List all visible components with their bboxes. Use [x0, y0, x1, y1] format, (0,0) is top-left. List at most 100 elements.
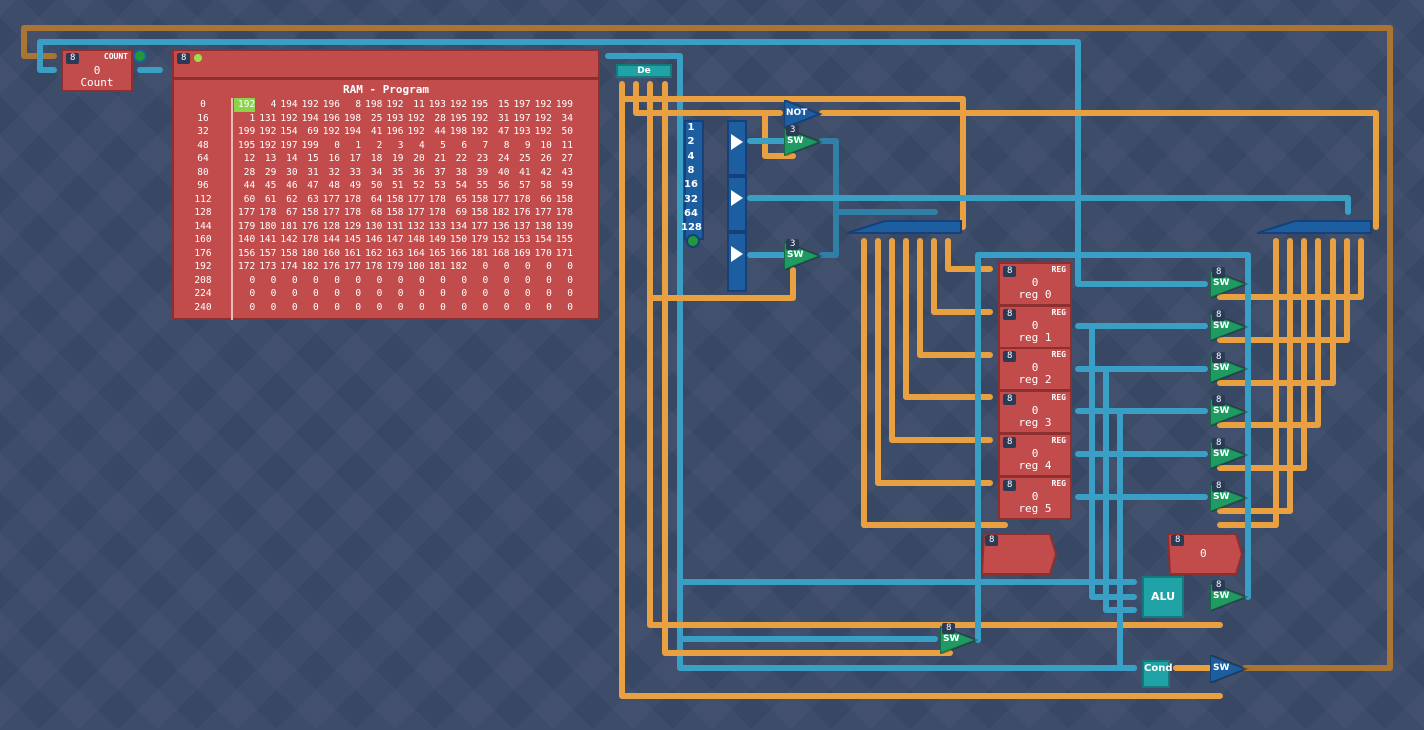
ram-cell[interactable]: 44 [434, 126, 446, 137]
ram-cell[interactable]: 59 [561, 180, 573, 191]
buffer-2[interactable] [727, 176, 747, 232]
ram-cell[interactable]: 34 [370, 166, 383, 178]
ram-cell[interactable]: 67 [286, 207, 298, 218]
ram-cell[interactable]: 152 [492, 234, 510, 245]
ram-cell[interactable]: 192 [301, 99, 319, 110]
ram-cell[interactable]: 0 [418, 301, 425, 313]
ram-cell[interactable]: 27 [561, 153, 573, 164]
ram-cell[interactable]: 154 [534, 234, 552, 245]
ram-cell[interactable]: 162 [365, 247, 383, 259]
ram-cell[interactable]: 11 [561, 139, 573, 151]
ram-cell[interactable]: 0 [482, 301, 489, 313]
ram-cell[interactable]: 51 [392, 180, 404, 191]
ram-cell[interactable]: 171 [555, 247, 573, 259]
ram-cell[interactable]: 0 [291, 301, 298, 313]
ram-cell[interactable]: 0 [249, 301, 256, 313]
ram-cell[interactable]: 145 [343, 234, 362, 245]
ram-cell[interactable]: 177 [322, 207, 340, 218]
ram-cell[interactable]: 0 [567, 288, 573, 299]
ram-cell[interactable]: 0 [524, 301, 531, 313]
ram-cell[interactable]: 154 [280, 126, 298, 137]
ram-cell[interactable]: 192 [322, 126, 340, 137]
ram-cell[interactable]: 177 [322, 193, 340, 205]
ram-cell[interactable]: 35 [392, 166, 404, 178]
ram-cell[interactable]: 158 [471, 207, 489, 218]
ram-cell[interactable]: 138 [534, 220, 552, 232]
ram-cell[interactable]: 0 [461, 301, 468, 313]
ram-cell[interactable]: 52 [413, 180, 425, 191]
ram-cell[interactable]: 0 [397, 288, 404, 299]
ram-cell[interactable]: 192 [534, 126, 552, 137]
ram-cell[interactable]: 0 [270, 288, 277, 299]
ram-cell[interactable]: 28 [243, 166, 256, 178]
ram-cell[interactable]: 182 [301, 261, 319, 272]
ram-cell[interactable]: 180 [407, 261, 425, 272]
ram-cell[interactable]: 178 [428, 207, 446, 218]
ram-cell[interactable]: 0 [503, 301, 510, 313]
ram-cell[interactable]: 153 [513, 234, 531, 245]
ram-cell[interactable]: 196 [322, 99, 340, 110]
sw-cond-switch[interactable] [1210, 655, 1250, 683]
output-pin-shape[interactable] [1166, 532, 1244, 576]
ram-cell[interactable]: 0 [567, 261, 573, 272]
ram-cell[interactable]: 0 [334, 274, 340, 286]
ram-cell[interactable]: 173 [259, 261, 277, 272]
ram-cell[interactable]: 53 [434, 180, 446, 191]
ram-cell[interactable]: 0 [334, 139, 340, 151]
ram-cell[interactable]: 12 [243, 153, 256, 164]
ram-cell[interactable]: 196 [322, 112, 340, 124]
ram-cell[interactable]: 19 [392, 153, 404, 164]
ram-cell[interactable]: 169 [513, 247, 531, 259]
ram-header[interactable]: 8 [172, 49, 600, 79]
ram-cell[interactable]: 198 [449, 126, 468, 137]
ram-cell[interactable]: 193 [386, 112, 404, 124]
ram-cell[interactable]: 46 [286, 180, 298, 191]
ram-cell[interactable]: 28 [434, 112, 446, 124]
ram-cell[interactable]: 193 [513, 126, 531, 137]
ram-cell[interactable]: 50 [370, 180, 383, 191]
not-gate[interactable] [784, 100, 824, 128]
ram-cell[interactable]: 0 [355, 301, 362, 313]
ram-cell[interactable]: 0 [291, 274, 298, 286]
ram-cell[interactable]: 192 [471, 126, 489, 137]
ram-cell[interactable]: 0 [291, 288, 298, 299]
ram-cell[interactable]: 29 [264, 166, 277, 178]
ram-cell[interactable]: 0 [397, 301, 404, 313]
ram-cell[interactable]: 25 [519, 153, 531, 164]
ram-cell[interactable]: 194 [280, 99, 298, 110]
register-read-demux[interactable] [1255, 219, 1375, 235]
ram-cell[interactable]: 0 [546, 274, 552, 286]
ram-cell[interactable]: 178 [343, 193, 362, 205]
ram-cell[interactable]: 26 [540, 153, 552, 164]
ram-cell[interactable]: 182 [492, 207, 510, 218]
ram-cell[interactable]: 196 [386, 126, 404, 137]
ram-cell[interactable]: 40 [497, 166, 510, 178]
ram-cell[interactable]: 155 [555, 234, 573, 245]
ram-cell[interactable]: 0 [270, 301, 277, 313]
ram-cell[interactable]: 198 [343, 112, 362, 124]
ram-cell[interactable]: 37 [434, 166, 446, 178]
ram-cell[interactable]: 4 [270, 99, 277, 110]
ram-cell[interactable]: 158 [555, 193, 573, 205]
counter-component[interactable]: 8 COUNT 0 Count [61, 49, 133, 92]
ram-cell[interactable]: 0 [313, 274, 319, 286]
ram-cell[interactable]: 0 [376, 288, 383, 299]
ram-cell[interactable]: 44 [243, 180, 256, 191]
ram-cell[interactable]: 163 [386, 247, 404, 259]
ram-cell[interactable]: 38 [455, 166, 468, 178]
ram-cell[interactable]: 180 [259, 220, 277, 232]
ram-cell[interactable]: 66 [540, 193, 552, 205]
ram-cell[interactable]: 131 [259, 112, 277, 124]
ram-cell[interactable]: 68 [370, 207, 383, 218]
ram-cell[interactable]: 17 [349, 153, 362, 164]
ram-cell[interactable]: 179 [238, 220, 256, 232]
ram-cell[interactable]: 198 [365, 99, 383, 110]
ram-cell[interactable]: 8 [355, 99, 362, 110]
ram-cell[interactable]: 1 [249, 112, 256, 124]
decoder-component[interactable]: De [616, 64, 672, 78]
ram-cell[interactable]: 0 [440, 288, 446, 299]
ram-cell[interactable]: 195 [238, 139, 256, 151]
ram-cell[interactable]: 174 [280, 261, 298, 272]
